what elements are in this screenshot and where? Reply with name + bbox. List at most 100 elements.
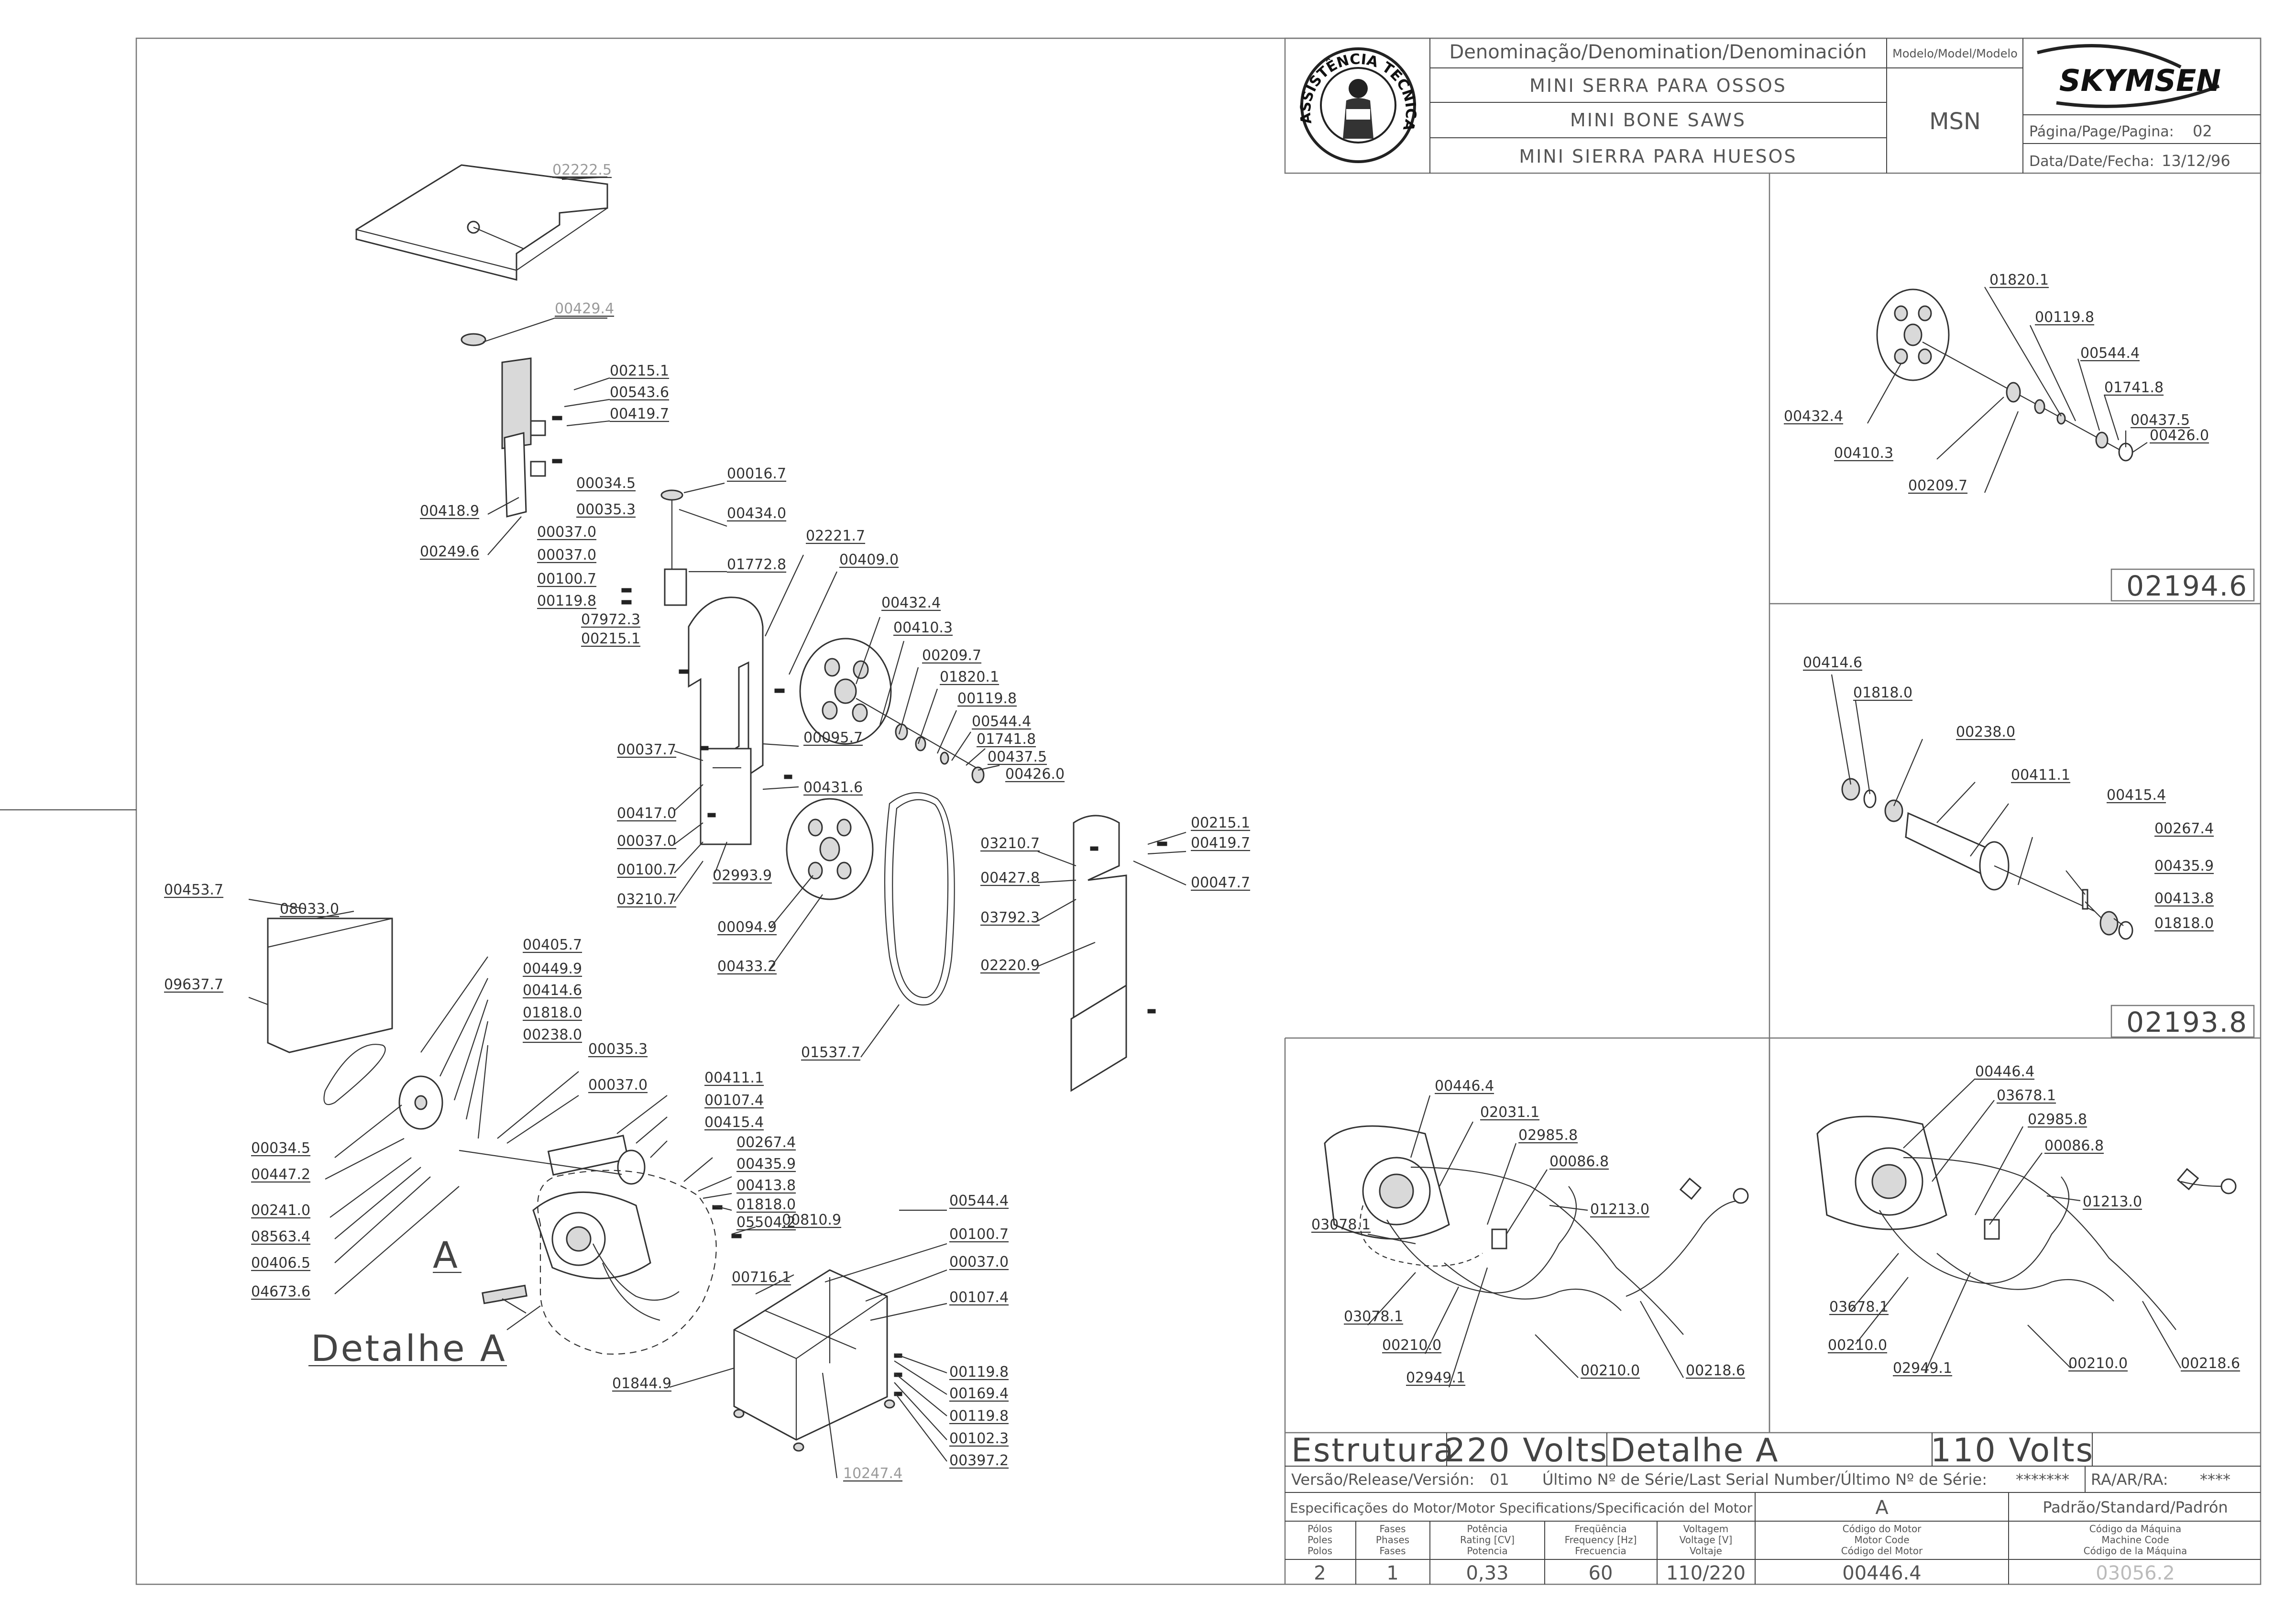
main-label-72: 00716.1	[732, 1269, 791, 1286]
main-label-67: 00447.2	[251, 1166, 310, 1183]
seal-text: ASSISTÊNCIA TÉCNICA AUTORIZADA	[0, 0, 1419, 133]
svg-text:Frequency [Hz]: Frequency [Hz]	[1565, 1534, 1637, 1546]
wire220-label-0: 00446.4	[1435, 1078, 1494, 1094]
main-label-73: 00544.4	[949, 1193, 1009, 1209]
main-label-37: 00094.9	[717, 919, 777, 936]
svg-text:Código del Motor: Código del Motor	[1841, 1545, 1923, 1557]
main-label-45: 02220.9	[980, 957, 1040, 974]
svg-text:SKYMSEN: SKYMSEN	[2059, 63, 2221, 98]
detail-a-letter: A	[433, 1234, 458, 1276]
panel94-label-0: 01820.1	[1989, 272, 2049, 288]
main-label-76: 00107.4	[949, 1289, 1009, 1306]
wire110-label-5: 03678.1	[1829, 1299, 1889, 1315]
main-label-4: 00419.7	[610, 406, 669, 422]
right-panels-frame: 02194.6 02193.8	[1284, 173, 2261, 1584]
main-label-80: 00102.3	[949, 1430, 1009, 1447]
main-label-41: 00419.7	[1191, 835, 1250, 851]
page-value: 02	[2193, 122, 2212, 140]
wire220-label-1: 02031.1	[1480, 1104, 1539, 1121]
main-label-78: 00169.4	[949, 1385, 1009, 1402]
main-label-65: 00810.9	[782, 1212, 841, 1228]
svg-text:Poles: Poles	[1307, 1534, 1332, 1546]
main-label-75: 00037.0	[949, 1254, 1009, 1270]
wire110-label-8: 00210.0	[2068, 1355, 2128, 1372]
svg-text:Phases: Phases	[1376, 1534, 1409, 1546]
svg-text:Freqüência: Freqüência	[1574, 1523, 1626, 1535]
model-value: MSN	[1929, 108, 1981, 135]
panel93-label-4: 00415.4	[2107, 787, 2166, 804]
panel-02193-assembly: 00414.601818.000238.000411.100415.400267…	[1803, 654, 2214, 940]
main-label-82: 01844.9	[612, 1375, 671, 1392]
svg-text:Machine Code: Machine Code	[2101, 1534, 2169, 1546]
svg-text:Voltage [V]: Voltage [V]	[1680, 1534, 1733, 1546]
main-label-83: 10247.4	[843, 1465, 902, 1482]
main-label-60: 00267.4	[736, 1134, 796, 1151]
svg-text:Código do Motor: Código do Motor	[1843, 1523, 1922, 1535]
main-label-51: 00449.9	[523, 961, 582, 977]
main-label-20: 00432.4	[881, 595, 941, 611]
main-label-22: 00209.7	[922, 647, 981, 664]
main-label-39: 03210.7	[980, 835, 1040, 852]
main-label-50: 00405.7	[523, 937, 582, 953]
serial-value: *******	[2016, 1470, 2069, 1489]
svg-text:Voltagem: Voltagem	[1683, 1523, 1729, 1535]
main-label-63: 01818.0	[736, 1196, 796, 1213]
panel93-label-5: 00267.4	[2154, 820, 2214, 837]
wire220-label-6: 03078.1	[1344, 1308, 1403, 1325]
svg-text:Fases: Fases	[1379, 1523, 1406, 1535]
svg-text:Potência: Potência	[1467, 1523, 1507, 1535]
main-label-52: 00414.6	[523, 982, 582, 999]
main-label-31: 00431.6	[803, 779, 863, 796]
sheet-border	[135, 37, 2262, 1585]
value-motor-code: 00446.4	[1842, 1562, 1921, 1584]
main-label-23: 01820.1	[940, 669, 999, 685]
wire220-label-8: 02949.1	[1406, 1370, 1465, 1386]
label-110-volts: 110 Volts	[1931, 1432, 2094, 1469]
panel93-label-2: 00238.0	[1956, 724, 2015, 740]
main-label-14: 00100.7	[537, 571, 596, 587]
denomination-header: Denominação/Denomination/Denominación	[1449, 41, 1867, 63]
main-label-77: 00119.8	[949, 1364, 1009, 1381]
svg-text:Pólos: Pólos	[1307, 1523, 1332, 1535]
svg-text:Voltaje: Voltaje	[1690, 1545, 1722, 1557]
svg-text:Fases: Fases	[1379, 1545, 1406, 1557]
ra-value: ****	[2200, 1470, 2230, 1489]
main-label-64: 05504.2	[736, 1214, 796, 1231]
panel-code-02194: 02194.6	[2126, 570, 2248, 602]
label-estrutura: Estrutura	[1291, 1432, 1455, 1469]
exploded-view	[248, 164, 1186, 1479]
main-label-25: 00544.4	[972, 713, 1031, 730]
main-label-44: 03792.3	[980, 909, 1040, 926]
main-label-46: 01537.7	[801, 1044, 860, 1061]
panel93-label-6: 00435.9	[2154, 858, 2214, 874]
wire110-label-9: 00218.6	[2181, 1355, 2240, 1372]
wire220-label-10: 00218.6	[1686, 1362, 1745, 1379]
name-es: MINI SIERRA PARA HUESOS	[1519, 146, 1797, 167]
main-label-33: 00037.0	[617, 833, 676, 850]
wire110-label-3: 00086.8	[2044, 1138, 2104, 1154]
panel-code-02193-box	[2110, 1005, 2255, 1038]
main-label-53: 01818.0	[523, 1005, 582, 1021]
ra-label: RA/AR/RA:	[2091, 1470, 2168, 1489]
panel94-label-2: 00544.4	[2080, 345, 2140, 362]
main-label-26: 01741.8	[977, 731, 1036, 748]
panel93-label-8: 01818.0	[2154, 915, 2214, 932]
svg-text:Potencia: Potencia	[1467, 1545, 1507, 1557]
main-label-79: 00119.8	[949, 1408, 1009, 1425]
panel94-label-8: 00209.7	[1908, 477, 1967, 494]
wire110-label-0: 00446.4	[1975, 1063, 2034, 1080]
wire110-label-2: 02985.8	[2028, 1111, 2087, 1128]
wiring-220-assembly: 00446.402031.102985.800086.801213.003078…	[1311, 1078, 1749, 1388]
title-block: ASSISTÊNCIA TÉCNICA AUTORIZADA Denominaç…	[0, 0, 2262, 174]
main-label-61: 00435.9	[736, 1156, 796, 1172]
wire110-label-6: 00210.0	[1828, 1337, 1887, 1354]
main-label-69: 08563.4	[251, 1228, 310, 1245]
main-label-47: 00453.7	[164, 882, 223, 898]
main-label-8: 00016.7	[727, 465, 786, 482]
main-label-57: 00411.1	[704, 1070, 764, 1086]
main-label-59: 00415.4	[704, 1114, 764, 1131]
main-label-3: 00543.6	[610, 384, 669, 401]
value-voltage: 110/220	[1666, 1562, 1746, 1584]
wire220-label-7: 00210.0	[1382, 1337, 1441, 1354]
main-label-54: 00238.0	[523, 1027, 582, 1043]
